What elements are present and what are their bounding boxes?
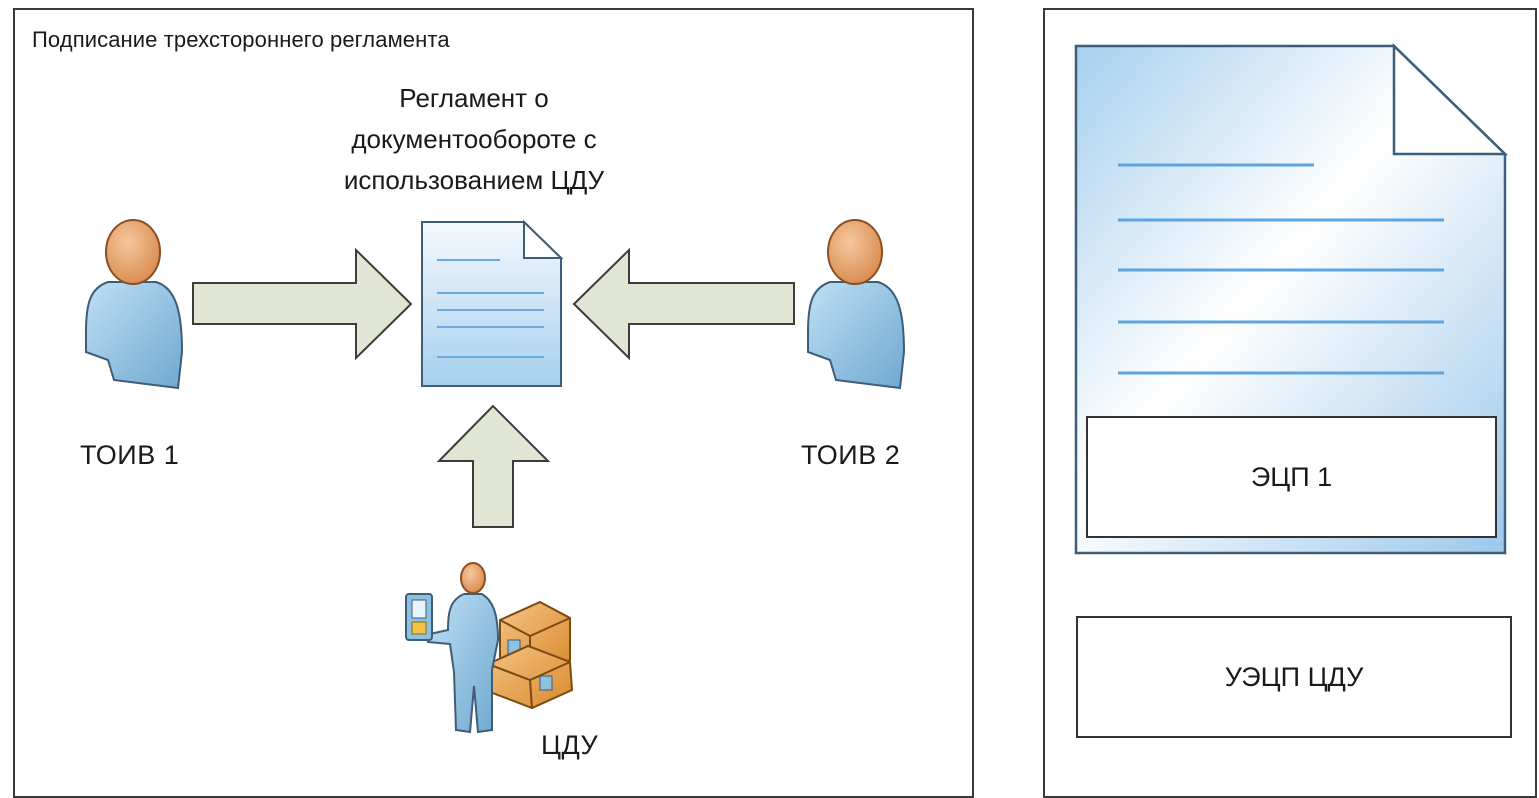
signature-cdu-box: УЭЦП ЦДУ <box>1076 616 1512 738</box>
toiv1-label: ТОИВ 1 <box>80 440 180 470</box>
document-icon <box>421 219 564 387</box>
arrow-right-icon <box>192 247 413 361</box>
diagram-title: Подписание трехстороннего регламента <box>32 27 450 52</box>
toiv2-label: ТОИВ 2 <box>801 440 901 470</box>
signature-1-label: ЭЦП 1 <box>1250 461 1333 492</box>
cdu-label: ЦДУ <box>541 730 599 760</box>
arrow-up-icon <box>436 404 551 528</box>
person-icon-toiv1 <box>85 219 184 390</box>
arrow-left-icon <box>572 247 795 361</box>
courier-with-boxes-icon <box>405 562 574 734</box>
signature-1-box: ЭЦП 1 <box>1086 416 1497 538</box>
person-icon-toiv2 <box>807 219 906 390</box>
signature-cdu-label: УЭЦП ЦДУ <box>1224 661 1364 692</box>
document-caption: Регламент о документообороте с использов… <box>343 83 605 195</box>
